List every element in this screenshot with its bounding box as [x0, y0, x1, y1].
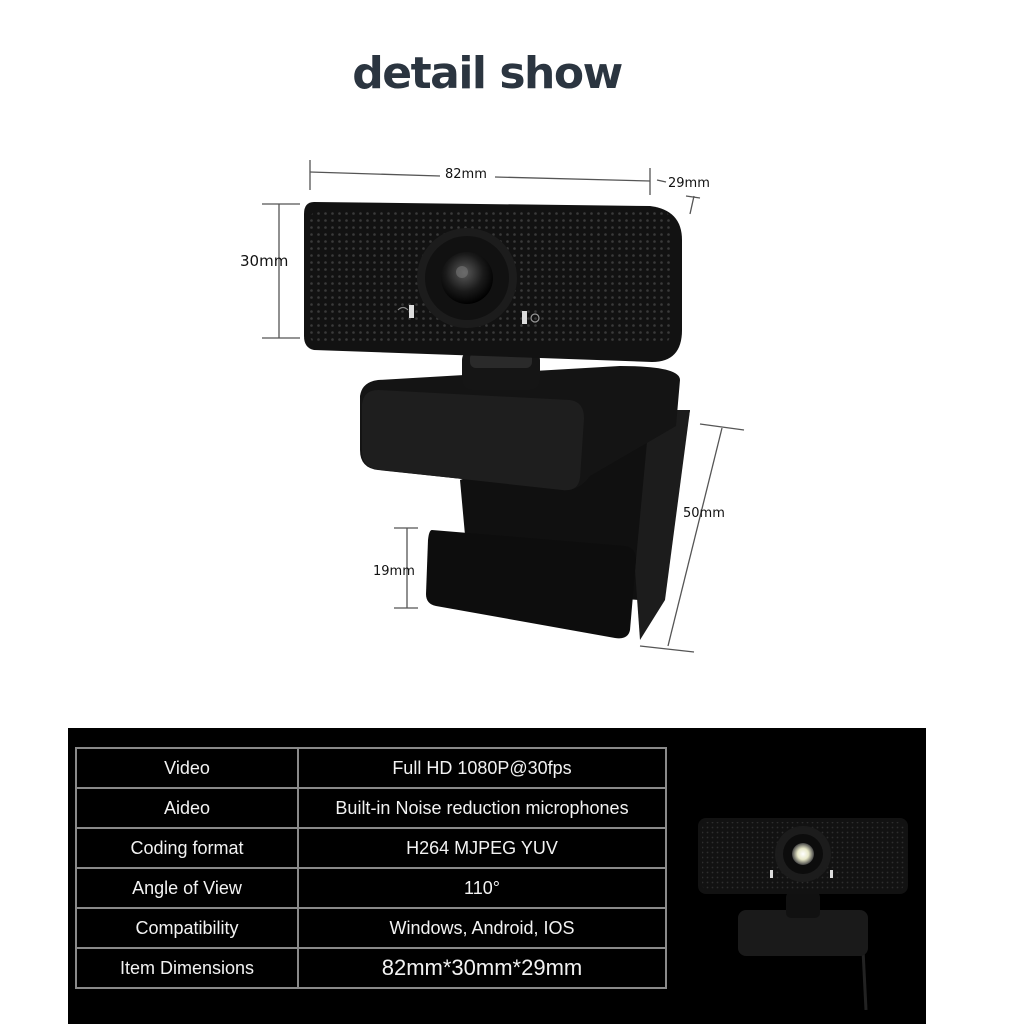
table-row: Video Full HD 1080P@30fps [75, 747, 667, 789]
webcam-photo [698, 818, 908, 1010]
spec-value: Windows, Android, IOS [297, 907, 667, 949]
spec-label: Angle of View [75, 867, 299, 909]
spec-value: Built-in Noise reduction microphones [297, 787, 667, 829]
spec-label: Coding format [75, 827, 299, 869]
spec-label: Item Dimensions [75, 947, 299, 989]
width-dimension-label: 82mm [445, 167, 487, 182]
spec-table: Video Full HD 1080P@30fps Aideo Built-in… [75, 747, 667, 989]
clip-depth-dimension-label: 50mm [683, 506, 725, 521]
spec-value: H264 MJPEG YUV [297, 827, 667, 869]
webcam-diagram [262, 160, 745, 653]
depth-dimension-label: 29mm [668, 176, 710, 191]
height-dimension-label: 30mm [240, 252, 289, 270]
spec-value: 110° [297, 867, 667, 909]
page-title: detail show [352, 48, 623, 99]
table-row: Item Dimensions 82mm*30mm*29mm [75, 947, 667, 989]
spec-label: Aideo [75, 787, 299, 829]
table-row: Aideo Built-in Noise reduction microphon… [75, 787, 667, 829]
spec-label: Compatibility [75, 907, 299, 949]
spec-label: Video [75, 747, 299, 789]
spec-value: 82mm*30mm*29mm [297, 947, 667, 989]
table-row: Coding format H264 MJPEG YUV [75, 827, 667, 869]
dimension-lines [262, 160, 745, 653]
clip-height-dimension-label: 19mm [373, 564, 415, 579]
table-row: Compatibility Windows, Android, IOS [75, 907, 667, 949]
spec-value: Full HD 1080P@30fps [297, 747, 667, 789]
table-row: Angle of View 110° [75, 867, 667, 909]
